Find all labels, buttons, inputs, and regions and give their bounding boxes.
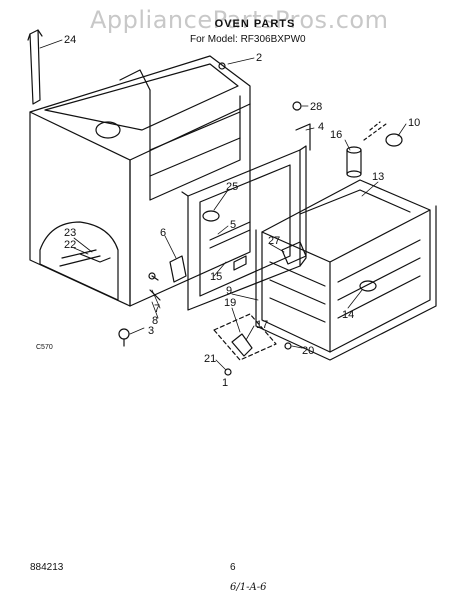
callout-6: 6 — [160, 227, 166, 239]
callout-25: 25 — [226, 181, 238, 193]
part-10-cap — [363, 121, 403, 147]
part-2-screw — [218, 62, 226, 70]
callout-23: 23 — [64, 227, 76, 239]
parts-22-23 — [59, 249, 111, 267]
callout-7: 7 — [154, 303, 160, 315]
callout-4: 4 — [318, 121, 324, 133]
handwritten-note: 6/1-A-6 — [230, 582, 267, 593]
part-19-assembly — [213, 313, 292, 376]
callout-24: 24 — [64, 34, 76, 46]
callout-2: 2 — [256, 52, 262, 64]
model-line: For Model: RF306BXPW0 — [190, 34, 306, 45]
diagram-title: OVEN PARTS — [214, 18, 296, 30]
callout-14: 14 — [342, 309, 354, 321]
leader-lines — [39, 39, 407, 371]
callout-15: 15 — [210, 271, 222, 283]
callout-3: 3 — [148, 325, 154, 337]
part-16-tube — [346, 146, 362, 178]
part-3-screw — [118, 328, 130, 347]
callout-22: 22 — [64, 239, 76, 251]
callout-28: 28 — [310, 101, 322, 113]
callout-17: 17 — [256, 319, 268, 331]
callout-20: 20 — [302, 345, 314, 357]
part-4-bracket — [295, 123, 311, 151]
callout-5: 5 — [230, 219, 236, 231]
oven-liner — [255, 179, 437, 361]
front-frame — [181, 145, 307, 311]
callout-1: 1 — [222, 377, 228, 389]
callout-13: 13 — [372, 171, 384, 183]
callout-9: 9 — [226, 285, 232, 297]
part-24-strip — [27, 29, 43, 105]
code-small: C570 — [36, 344, 53, 351]
watermark: AppliancePartsPros.com — [90, 6, 389, 34]
callout-8: 8 — [152, 315, 158, 327]
callout-10: 10 — [408, 117, 420, 129]
latch-parts — [148, 255, 187, 301]
callouts: 24 2 28 4 16 10 13 25 5 6 15 27 23 22 9 … — [64, 34, 420, 389]
doc-number: 884213 — [30, 562, 64, 573]
page-number: 6 — [230, 562, 236, 573]
oven-chassis — [29, 55, 251, 307]
callout-21: 21 — [204, 353, 216, 365]
part-28-grommet — [292, 101, 302, 111]
callout-16: 16 — [330, 129, 342, 141]
callout-27: 27 — [268, 235, 280, 247]
callout-19: 19 — [224, 297, 236, 309]
